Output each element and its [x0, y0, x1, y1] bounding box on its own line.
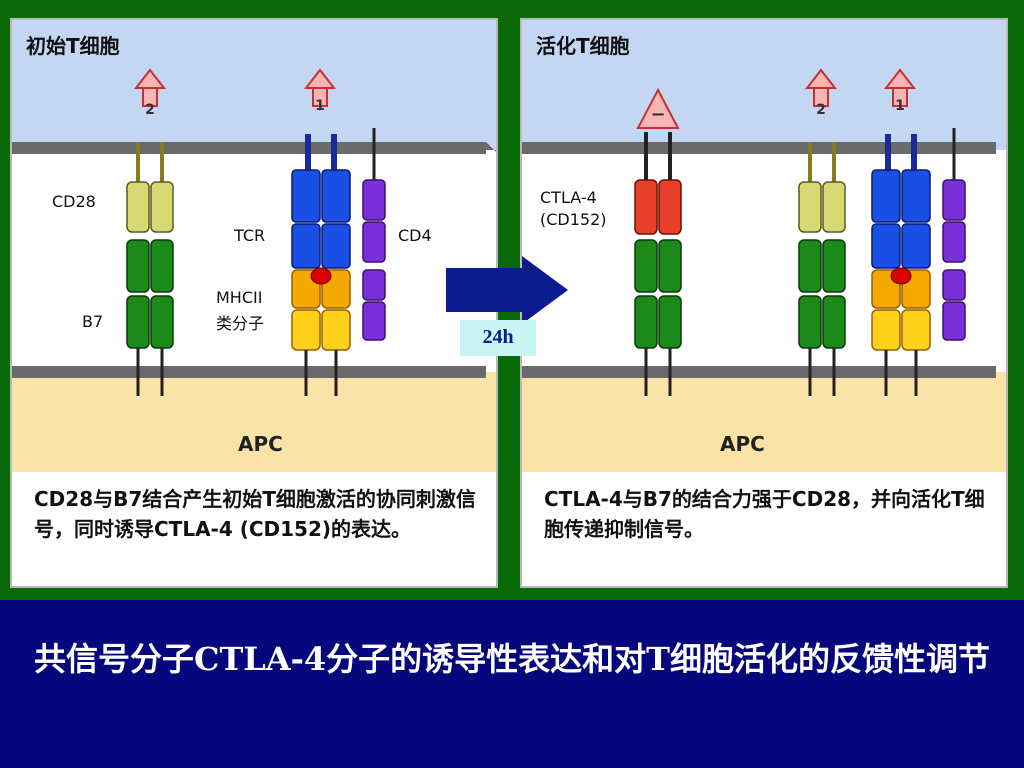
- cd28-label: CD28: [52, 192, 96, 211]
- cd28-molecule: [798, 181, 822, 233]
- cd28-molecule: [822, 181, 846, 233]
- b7-molecule: [126, 239, 150, 293]
- ctla4-label-line1: CTLA-4: [540, 188, 597, 207]
- cd28-b7-pair: [798, 68, 846, 396]
- b7-molecule: [634, 239, 658, 293]
- apc-membrane: [522, 366, 996, 378]
- time-label: 24h: [482, 326, 514, 348]
- ctla4-molecule: [658, 179, 682, 235]
- b7-molecule: [150, 239, 174, 293]
- tcr-molecule: [901, 169, 931, 223]
- t-cell-cytoplasm: [522, 20, 1006, 150]
- panel-activated-t-cell: − 2 1 活化T细胞 CTLA-4 (CD152) APC CTLA-4与B7…: [520, 18, 1008, 588]
- t-cell-membrane: [12, 142, 486, 154]
- apc-cytoplasm: [522, 372, 1006, 472]
- apc-label: APC: [720, 432, 765, 456]
- tcr-molecule: [291, 169, 321, 223]
- signal-2-label: 2: [145, 102, 155, 118]
- panel-caption-naive: CD28与B7结合产生初始T细胞激活的协同刺激信号，同时诱导CTLA-4 (CD…: [34, 487, 476, 541]
- cd4-molecule: [362, 179, 386, 221]
- tcr-molecule: [871, 169, 901, 223]
- b7-molecule: [822, 239, 846, 293]
- right-arrow-icon: [446, 256, 568, 324]
- ctla4-label-line2: (CD152): [540, 210, 607, 229]
- ctla4-molecule: [634, 179, 658, 235]
- signal-1-arrow: [312, 87, 328, 107]
- apc-cytoplasm: [12, 372, 496, 472]
- signal-1-arrow: [892, 87, 908, 107]
- signal-2-label: 2: [816, 102, 826, 118]
- time-badge: 24h: [460, 320, 536, 356]
- apc-label: APC: [238, 432, 283, 456]
- panel-naive-t-cell: 2 1 初始T细胞 CD28 B7 TCR CD4 MHCII 类分子 APC …: [10, 18, 498, 588]
- transition-arrow: [446, 256, 568, 324]
- mhc-label-line2: 类分子: [216, 314, 265, 333]
- cd4-molecule: [942, 179, 966, 221]
- signal-1-label: 1: [315, 98, 325, 114]
- signal-2-arrow: [142, 87, 158, 107]
- t-cell-cytoplasm: [12, 20, 496, 150]
- mhc-label-line1: MHCII: [216, 288, 263, 307]
- panel-caption-activated: CTLA-4与B7的结合力强于CD28，并向活化T细胞传递抑制信号。: [544, 487, 985, 541]
- signal-2-arrow: [813, 87, 829, 107]
- cd28-b7-pair: [126, 68, 174, 396]
- tcr-mhc-cd4-complex: [871, 68, 966, 396]
- slide-title: 共信号分子CTLA-4分子的诱导性表达和对T细胞活化的反馈性调节: [34, 640, 990, 678]
- antigen-peptide: [890, 267, 912, 285]
- antigen-peptide: [310, 267, 332, 285]
- tcr-mhc-cd4-complex: [291, 68, 386, 396]
- activated-t-cell-diagram: − 2 1: [522, 20, 1006, 472]
- intercellular-space: [12, 150, 496, 372]
- b7-molecule: [798, 239, 822, 293]
- signal-1-label: 1: [895, 98, 905, 114]
- b7-label: B7: [82, 312, 104, 331]
- apc-membrane: [12, 366, 486, 378]
- b7-molecule: [658, 239, 682, 293]
- naive-t-cell-diagram: 2 1: [12, 20, 496, 472]
- cd28-molecule: [126, 181, 150, 233]
- cd28-molecule: [150, 181, 174, 233]
- tcr-label: TCR: [234, 226, 266, 245]
- inhibitory-signal-label: −: [650, 104, 665, 125]
- tcr-molecule: [321, 169, 351, 223]
- ctla4-b7-pair: [634, 87, 682, 396]
- inhibitory-signal-arrow: [636, 87, 680, 129]
- panel-title-activated: 活化T细胞: [536, 34, 630, 58]
- t-cell-membrane: [522, 142, 996, 154]
- intercellular-space: [522, 150, 1006, 372]
- panel-title-naive: 初始T细胞: [26, 34, 120, 58]
- cd4-label: CD4: [398, 226, 432, 245]
